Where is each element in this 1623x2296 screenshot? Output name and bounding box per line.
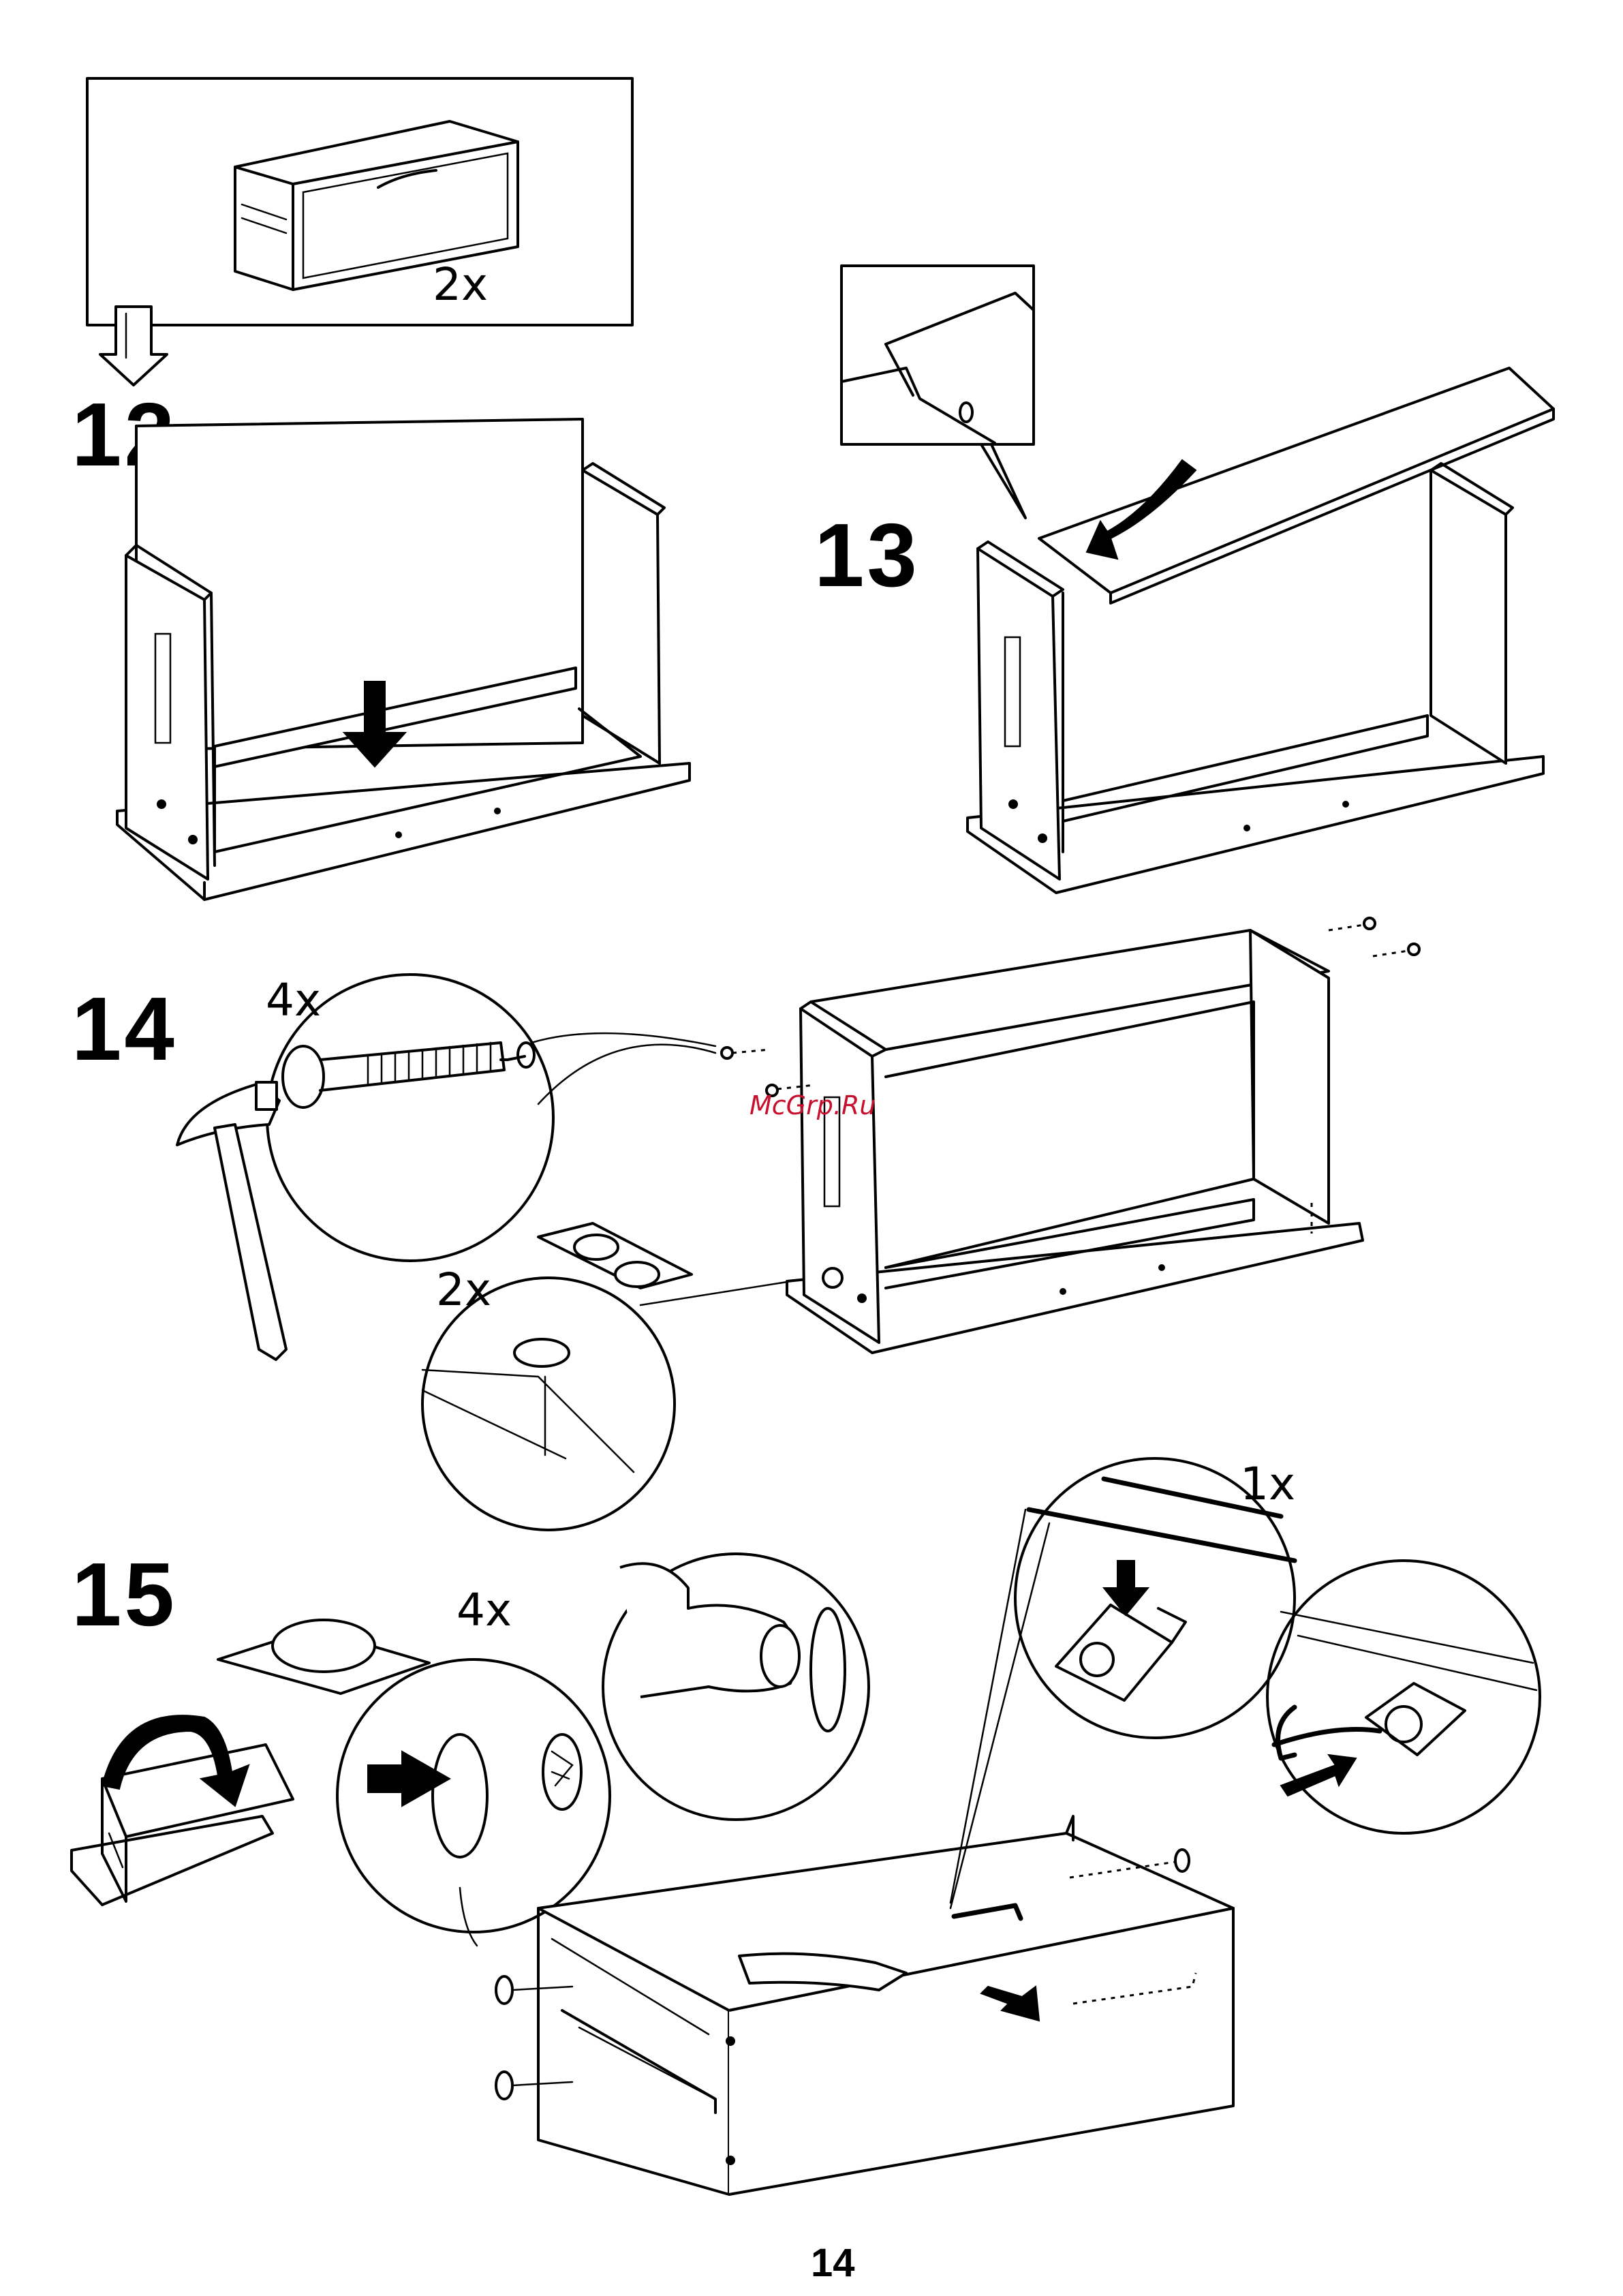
step-12-quantity: 2x (433, 258, 488, 311)
page-number: 14 (811, 2241, 855, 2285)
step-13-frame-illustration (968, 368, 1554, 893)
dowel-illustration (283, 1043, 534, 1107)
step-12-group: 2x 12 (72, 78, 690, 900)
step-13-group: 13 (814, 266, 1554, 893)
flipped-drawer-illustration (72, 1745, 293, 1905)
watermark-text: McGrp.Ru (749, 1090, 876, 1120)
step-14-pad-quantity: 2x (436, 1264, 491, 1316)
hand-icon (620, 1563, 845, 1731)
step-15-group: 15 4x 1x (72, 1458, 1540, 2194)
step-13-detail-frame (841, 266, 1034, 444)
hollow-down-arrow-icon (100, 307, 167, 385)
hammer-icon (177, 1082, 286, 1360)
step-15-number: 15 (72, 1544, 177, 1644)
step-14-frame-illustration (787, 930, 1363, 1353)
step-15-pad-quantity: 4x (457, 1584, 512, 1636)
step-15-bracket-quantity: 1x (1240, 1458, 1295, 1510)
step-15-drawer-illustration (496, 1816, 1233, 2194)
step-12-frame-illustration (117, 419, 690, 900)
step-14-number: 14 (72, 979, 177, 1079)
step-14-group: 14 4x 2x (72, 918, 1419, 1530)
pad-detail-circle (422, 1278, 675, 1530)
step-14-dowel-quantity: 4x (266, 974, 321, 1026)
screwdriver-icon (1274, 1730, 1380, 1745)
step-13-number: 13 (814, 505, 920, 605)
